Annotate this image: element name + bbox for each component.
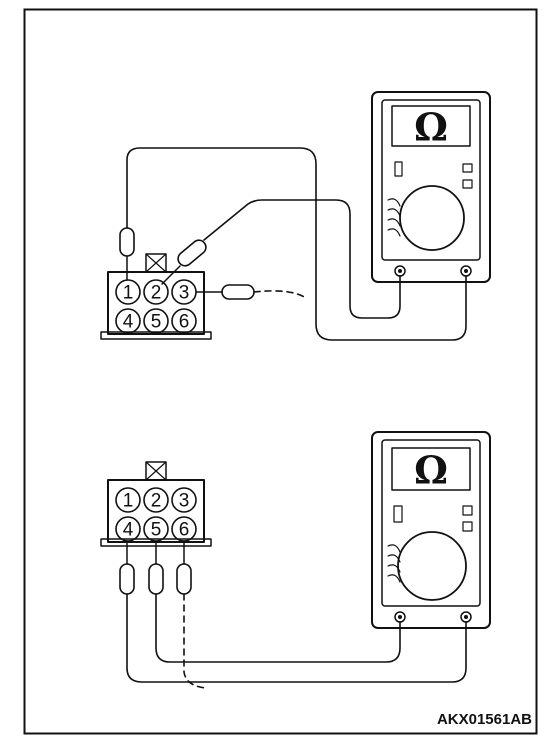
pin-label: 3 — [179, 283, 190, 304]
pin-4-upper — [115, 308, 141, 334]
probe-pin-4-lower — [119, 540, 467, 683]
pin-label: 5 — [151, 312, 162, 333]
lower-test-setup: Ω 1 2 3 4 5 6 — [100, 431, 491, 689]
pin-2-upper — [143, 279, 169, 305]
range-indicator-icon — [393, 505, 403, 523]
probe-pin-6-lower — [176, 540, 207, 689]
pin-label: 5 — [151, 520, 162, 541]
pin-1-upper — [115, 279, 141, 305]
selector-dial-icon — [399, 185, 465, 251]
pin-2-lower — [143, 487, 169, 513]
pin-5-upper — [143, 308, 169, 334]
pin-label: 1 — [123, 283, 134, 304]
figure-frame — [23, 8, 538, 735]
pin-1-lower — [115, 487, 141, 513]
probe-pin-2-upper — [161, 199, 401, 319]
multimeter-lower: Ω — [371, 431, 491, 629]
pin-3-lower — [171, 487, 197, 513]
selector-dial-icon — [397, 531, 467, 601]
pin-6-upper — [171, 308, 197, 334]
probe-pin-5-lower — [148, 540, 401, 663]
range-indicator-icon — [394, 161, 403, 177]
pin-label: 4 — [123, 520, 134, 541]
pin-label: 3 — [179, 491, 190, 512]
pin-label: 1 — [123, 491, 134, 512]
pin-label: 2 — [151, 283, 162, 304]
figure-code: AKX01561AB — [437, 711, 532, 728]
pin-4-lower — [115, 516, 141, 542]
pin-label: 6 — [179, 312, 190, 333]
connector-lower: 1 2 3 4 5 6 — [100, 461, 212, 547]
connector-upper: 1 2 3 4 5 6 — [100, 253, 212, 340]
multimeter-upper: Ω — [371, 91, 491, 283]
probe-pin-1-upper — [119, 147, 467, 341]
pin-label: 4 — [123, 312, 134, 333]
pin-label: 6 — [179, 520, 190, 541]
probe-pin-3-upper — [195, 284, 307, 300]
upper-test-setup: Ω — [100, 91, 491, 341]
ohm-symbol-lower: Ω — [414, 448, 448, 493]
pin-label: 2 — [151, 491, 162, 512]
ohm-symbol-upper: Ω — [414, 105, 448, 150]
